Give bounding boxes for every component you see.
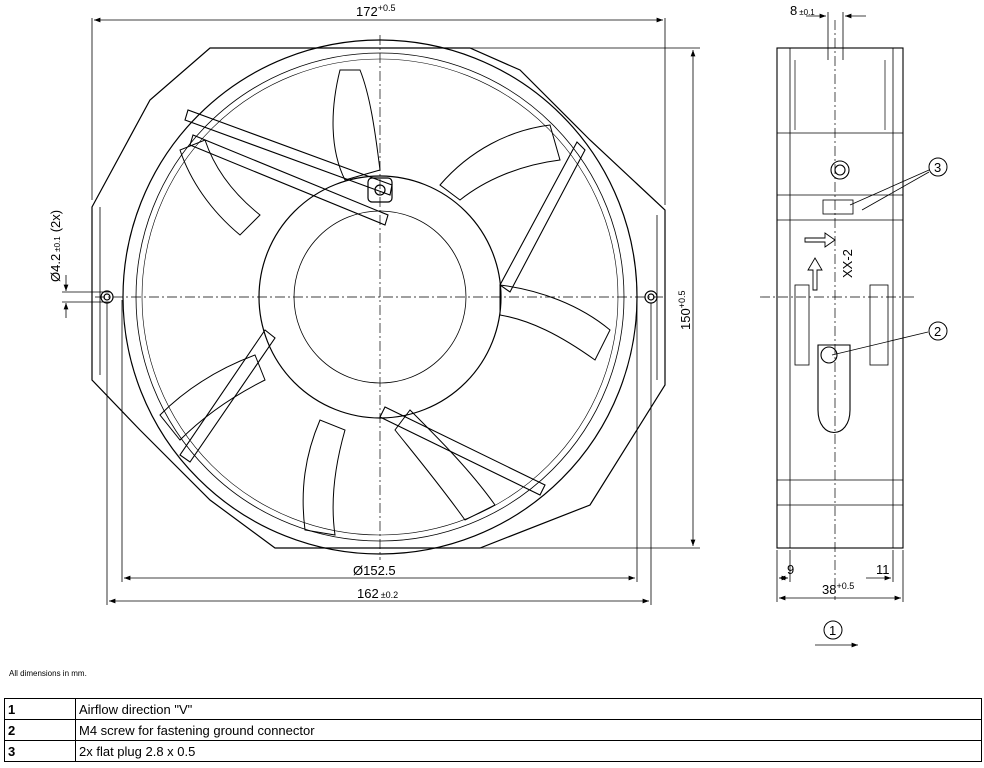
ground-screw-tab [817, 344, 851, 434]
dim-hole: Ø4.2±0.1(2x) [48, 210, 63, 282]
front-dimensions [62, 17, 700, 605]
dim-38: 38+0.5 [822, 581, 854, 597]
legend-text: Airflow direction "V" [75, 698, 982, 720]
dim-8: 8±0.1 [790, 3, 815, 18]
legend-row: 1 Airflow direction "V" [4, 698, 982, 720]
callout-1: 1 [823, 620, 843, 640]
dim-9: 9 [787, 562, 794, 577]
dim-150: 150+0.5 [677, 291, 693, 330]
legend-text: 2x flat plug 2.8 x 0.5 [75, 740, 982, 762]
side-view [776, 47, 904, 549]
dim-diameter: Ø152.5 [353, 563, 396, 578]
dim-162: 162±0.2 [357, 586, 398, 601]
svg-text:2: 2 [934, 324, 941, 339]
side-outline [776, 47, 904, 549]
units-note: All dimensions in mm. [9, 669, 87, 678]
legend-num: 3 [4, 740, 76, 762]
airflow-arrow-right [804, 232, 836, 248]
dim-11: 11 [876, 562, 890, 577]
svg-text:1: 1 [829, 623, 836, 638]
impeller-blades [159, 69, 611, 536]
svg-text:3: 3 [934, 160, 941, 175]
callout-3: 3 [928, 157, 948, 177]
legend-row: 2 M4 screw for fastening ground connecto… [4, 719, 982, 741]
ground-screw [820, 346, 838, 364]
legend-row: 3 2x flat plug 2.8 x 0.5 [4, 740, 982, 762]
callout-2: 2 [928, 321, 948, 341]
dim-172: 172+0.5 [356, 3, 395, 19]
housing-outline [91, 47, 666, 549]
center-lines [95, 20, 915, 600]
side-label: XX-2 [840, 249, 855, 278]
airflow-arrow-up [807, 257, 823, 291]
legend-text: M4 screw for fastening ground connector [75, 719, 982, 741]
legend-num: 2 [4, 719, 76, 741]
legend-num: 1 [4, 698, 76, 720]
technical-drawing: 172+0.5 150+0.5 Ø152.5 162±0.2 Ø4.2±0.1(… [48, 3, 948, 648]
legend-table: 1 Airflow direction "V" 2 M4 screw for f… [4, 698, 982, 762]
side-dimensions [776, 12, 930, 648]
